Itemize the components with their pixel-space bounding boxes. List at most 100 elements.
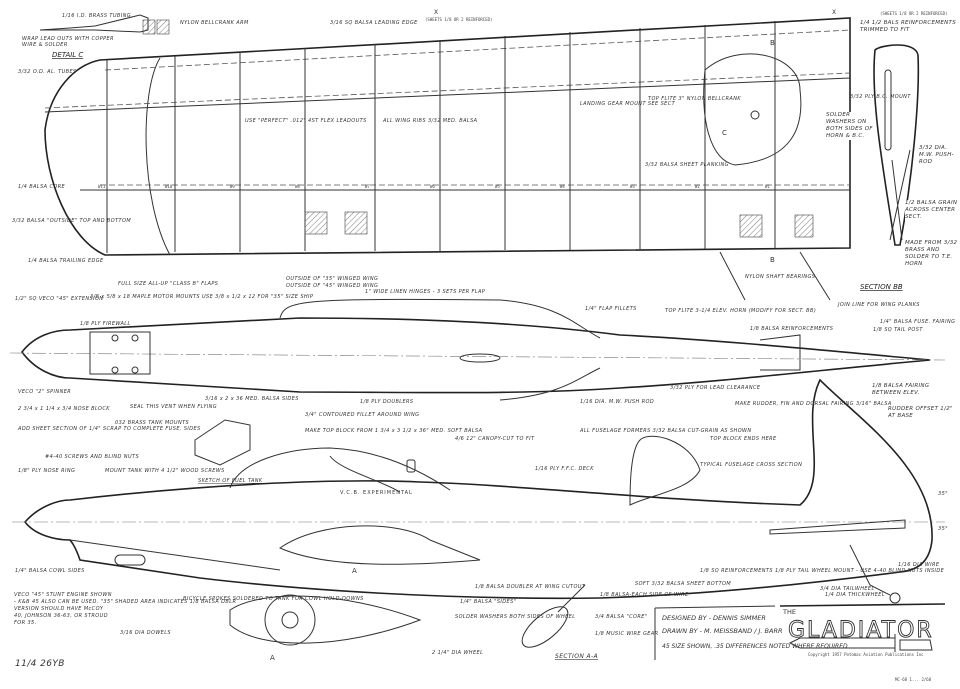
engine-bay — [89, 331, 151, 375]
designed-by: DESIGNED BY - DENNIS SIMMER — [662, 614, 766, 622]
label: 3/32 O.D. AL. TUBES — [18, 69, 77, 75]
label: NYLON BELLCRANK ARM — [180, 20, 249, 26]
title-rule — [779, 603, 946, 607]
label: ADD SHEET SECTION OF 1/4" SCRAP TO COMPL… — [17, 426, 201, 432]
label-bb-balsa-grain: 1/2 BALSA GRAIN ACROSS CENTER SECT. — [905, 200, 959, 221]
engine-note: VECO "45" STUNT ENGINE SHOWN - K&B 45 AL… — [14, 592, 113, 626]
rib-label: W10 — [165, 184, 173, 189]
label: 1/4" FLAP FILLETS — [585, 306, 637, 312]
label: 1/8 BALSA DOUBLER AT WING CUTOUT — [475, 584, 586, 590]
label: SHADED AREA INDICATES 1/8 BALSA DBLR — [115, 599, 236, 605]
section-aa: 1/4" BALSA "SIDES" SOLDER WASHERS BOTH S… — [432, 584, 885, 660]
section-marker: B — [770, 39, 775, 47]
label: 1/16 PLY F.F.C. DECK — [535, 466, 594, 472]
rib-label: W9 — [230, 184, 235, 189]
section-marker: X — [832, 9, 837, 16]
section-marker: C — [722, 129, 727, 137]
title-the: THE — [782, 608, 796, 616]
label: JOIN LINE FOR WING PLANKS — [837, 302, 920, 308]
wing-fillet-top — [279, 298, 601, 339]
section-bb-title: SECTION BB — [860, 283, 903, 291]
label: MAKE TOP BLOCK FROM 1 3/4 x 3 1/2 x 36" … — [305, 428, 483, 434]
label: #4-40 SCREWS AND BLIND NUTS — [45, 454, 139, 460]
angle-label: 35° — [938, 491, 948, 497]
label: 3/4" CONTOURED FILLET AROUND WING — [305, 412, 419, 418]
airfoil-outline — [229, 595, 422, 644]
label: 1/8 BALSA REINFORCEMENTS — [750, 326, 834, 332]
label: 1/8 PLY DOUBLERS — [360, 399, 414, 405]
stabilizer-box — [759, 334, 801, 371]
label: 1/4" BALSA COWL SIDES — [15, 568, 85, 574]
label: TYPICAL FUSELAGE CROSS SECTION — [700, 462, 802, 468]
bellcrank-cutaway — [703, 53, 802, 166]
wing-airfoil-side — [229, 594, 422, 646]
fuel-tank-sketch: SKETCH OF FUEL TANK — [194, 419, 263, 484]
label: 3/32 BALSA SHEET PLANKING — [645, 162, 729, 168]
detail-c: 1/16 I.D. BRASS TUBING NYLON BELLCRANK A… — [22, 13, 249, 59]
label: 1/8" PLY NOSE RING — [18, 468, 75, 474]
rib-label: W4 — [560, 184, 565, 189]
canopy-vent — [406, 459, 416, 473]
label: TOP FLITE 3-1/4 ELEV. HORN (MODIFY FOR S… — [665, 308, 816, 314]
label: 3/4 BALSA "CORE" — [595, 614, 648, 620]
label: (SHEETS 1/8 OR 2 REINFORCED) — [425, 17, 492, 22]
label: WRAP LEAD OUTS WITH COPPER — [22, 36, 114, 42]
canopy-outline — [329, 455, 401, 493]
bellcrank-arm-right — [156, 19, 170, 35]
canopy-marking: V.C.B. EXPERIMENTAL — [340, 490, 413, 496]
sheet-ref: MC-68 1... 2/68 — [895, 677, 932, 682]
bellcrank-pivot — [750, 110, 760, 120]
section-marker: A — [352, 567, 357, 575]
label: 4/6 12" CANOPY-CUT TO FIT — [455, 436, 535, 442]
section-markers: A A B B C X X — [270, 9, 837, 662]
label-bb-pushrod: 3/32 DIA. M.W. PUSH-ROD — [919, 145, 959, 166]
label: 3/16 DIA DOWELS — [120, 630, 171, 636]
label: TOP BLOCK ENDS HERE — [710, 436, 777, 442]
fuselage-bottom-line — [69, 539, 281, 571]
tailwheel — [889, 592, 901, 604]
label: 1/4 DIA THICKWHEEL — [825, 592, 885, 598]
spar-line-top — [44, 72, 851, 109]
label: ALL WING RIBS 3/32 MED. BALSA — [382, 118, 478, 124]
label-balsa-fairing-elev: 1/8 BALSA FAIRING BETWEEN ELEV. — [872, 383, 956, 397]
label: 3/16 x 2 x 36 MED. BALSA SIDES — [205, 396, 299, 402]
tailwheel-strut — [849, 544, 891, 596]
hinge-boxes — [304, 211, 814, 238]
label-rudder-offset: RUDDER OFFSET 1/2" AT BASE — [888, 406, 956, 420]
label: LANDING GEAR MOUNT SEE SECT — [580, 101, 676, 107]
canopy-top-block — [229, 447, 451, 491]
label: 1/4 BALSA CORE — [18, 184, 66, 190]
main-wheel — [264, 594, 316, 646]
rib-label: W3 — [630, 184, 635, 189]
rib-label: W11 — [98, 184, 106, 189]
title-gladiator: GLADIATOR — [788, 618, 934, 643]
label: 3/4 DIA TAILWHEEL — [820, 586, 875, 592]
label: TOP FLITE 3" NYLON BELLCRANK — [648, 96, 741, 102]
label: 1/16 DIA WIRE — [898, 562, 940, 568]
label: 1/16 DIA. M.W. PUSH ROD — [580, 399, 654, 405]
label: 032 BRASS TANK MOUNTS — [115, 420, 190, 426]
label: NYLON SHAFT BEARINGS — [745, 274, 816, 280]
rib-label: W6 — [430, 184, 435, 189]
tank-sketch-title: SKETCH OF FUEL TANK — [198, 478, 263, 484]
wingtip-35-outline — [145, 57, 171, 256]
label: SEAL THIS VENT WHEN FLYING — [130, 404, 217, 410]
title-block-border — [654, 605, 776, 660]
exhaust-port — [114, 554, 146, 566]
corner-note: 11/4 26YB — [15, 659, 65, 669]
label: 3/8 x 5/8 x 18 MAPLE MOTOR MOUNTS USE 3/… — [90, 294, 313, 300]
label: USE "PERFECT" .012" 4ST FLEX LEADOUTS — [245, 118, 367, 124]
label: SOLDER WASHERS BOTH SIDES OF WHEEL — [455, 614, 575, 620]
label: 3/32 PLY FOR LEAD CLEARANCE — [670, 385, 761, 391]
label: 3/16 SQ BALSA LEADING EDGE — [330, 20, 418, 26]
rib-label: W2 — [695, 184, 700, 189]
section-marker: X — [434, 9, 439, 16]
section-marker: B — [770, 256, 775, 264]
label: SOFT 3/32 BALSA SHEET BOTTOM — [635, 581, 731, 587]
label: MOUNT TANK WITH 4 1/2" WOOD SCREWS — [105, 468, 225, 474]
label: 2 1/4" DIA WHEEL — [432, 650, 483, 656]
rib-label: W7 — [365, 184, 370, 189]
fuselage-side-view: V.C.B. EXPERIMENTAL MAKE TOP BLOCK FROM … — [12, 378, 956, 636]
label: 3/32 PLY B.C. MOUNT — [850, 94, 911, 100]
